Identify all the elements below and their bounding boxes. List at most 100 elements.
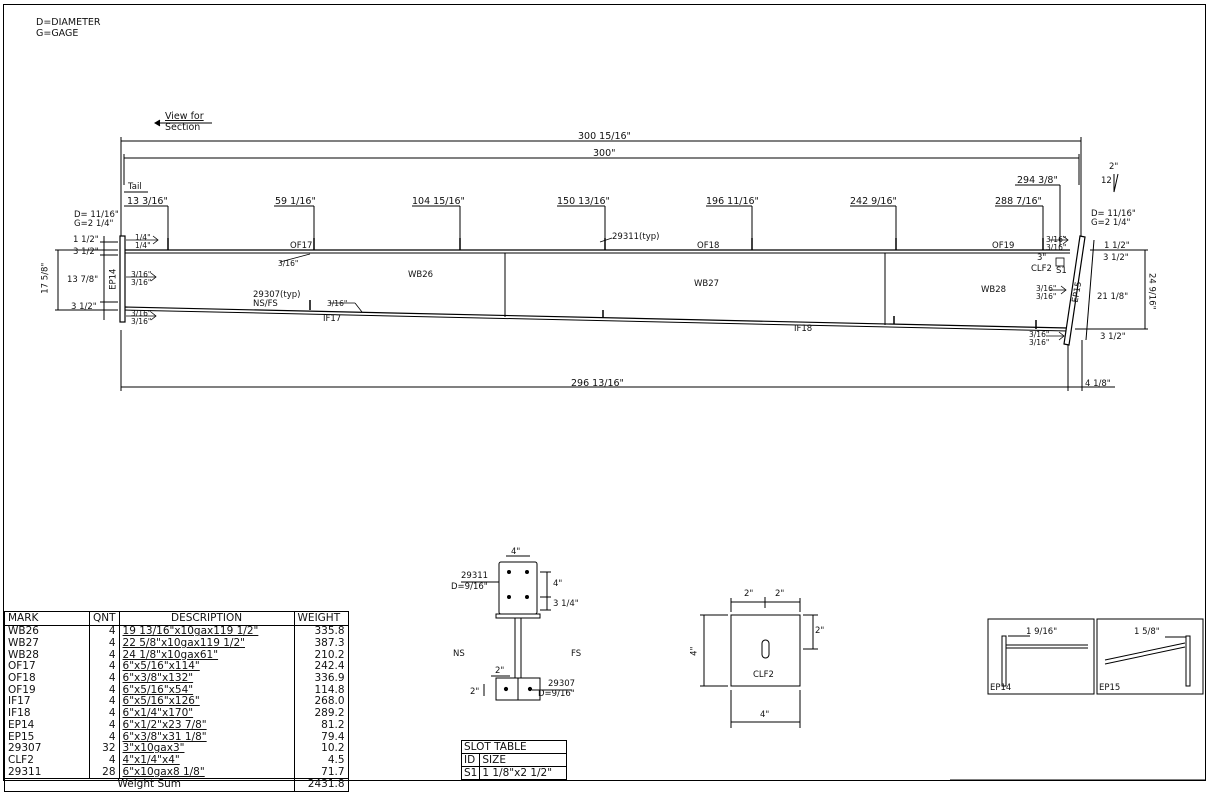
station-marks	[124, 184, 1061, 246]
bom-mark: WB27	[4, 638, 90, 650]
bom-mark: OF19	[4, 684, 90, 697]
ep14-detail-dim: 1 9/16"	[1026, 627, 1058, 637]
weld-9: 3/16"	[1046, 235, 1067, 244]
bom-desc: 6"x5/16"x126"	[118, 696, 295, 708]
dim-total: 300 15/16"	[578, 131, 631, 142]
right-dim-lines	[1075, 239, 1148, 341]
bom-desc: 3"x10gax3"	[118, 743, 295, 755]
weld-symbols	[126, 235, 1069, 341]
right-d-note: D= 11/16"	[1091, 209, 1136, 219]
section-dia-top: D=9/16"	[451, 582, 488, 592]
section-dia-bottom: D=9/16"	[538, 689, 575, 699]
member-if18: IF18	[794, 324, 813, 334]
slot-header-id: ID	[460, 753, 481, 767]
section-part-bottom: 29307	[548, 679, 576, 689]
slope-symbol	[1113, 173, 1119, 193]
clip-right: 2"	[815, 626, 825, 636]
bom-desc: 6"x1/2"x23 7/8"	[118, 719, 295, 732]
view-label-1: View for	[165, 111, 204, 122]
view-label-2: Section	[165, 122, 201, 133]
weld-7: 3/16"	[278, 259, 299, 268]
bom-weight: 10.2	[293, 743, 349, 755]
right-dim-1: 1 1/2"	[1104, 241, 1130, 251]
bom-weight: 242.4	[293, 661, 349, 673]
bom-desc: 6"x3/8"x31 1/8"	[118, 731, 295, 743]
clip-w1: 2"	[744, 589, 754, 599]
dim-right-offset: 4 1/8"	[1085, 379, 1111, 389]
bom-mark: IF17	[4, 696, 90, 708]
bom-header-qnt: QNT	[89, 611, 120, 626]
member-of19: OF19	[992, 241, 1015, 251]
bom-qnt: 4	[89, 696, 120, 708]
member-wb26: WB26	[408, 270, 434, 280]
ep15-detail-label: EP15	[1099, 683, 1121, 693]
bom-desc: 6"x3/8"x132"	[118, 673, 295, 685]
bom-desc: 6"x5/16"x54"	[118, 684, 295, 697]
right-g-note: G=2 1/4"	[1091, 218, 1131, 228]
station-8: 294 3/8"	[1017, 175, 1058, 186]
bom-qnt: 4	[89, 673, 120, 685]
weld-5: 3/16"	[131, 309, 152, 318]
left-dim-1: 1 1/2"	[73, 235, 99, 245]
weld-8: 3/16"	[327, 299, 348, 308]
weld-1: 1/4"	[135, 233, 151, 242]
bom-total-value: 2431.8	[293, 777, 349, 792]
left-plate-label: EP14	[108, 268, 119, 290]
slot-table: SLOT TABLE ID SIZE S1 1 1/8"x2 1/2"	[460, 740, 568, 780]
callout-ns-fs: NS/FS	[253, 299, 278, 309]
weld-6: 3/16"	[131, 317, 152, 326]
bom-qnt: 4	[89, 649, 120, 662]
weld-14: 3/16"	[1029, 338, 1050, 347]
left-dim-4: 3 1/2"	[71, 302, 97, 312]
bom-qnt: 4	[89, 661, 120, 673]
ep14-detail-label: EP14	[990, 683, 1012, 693]
right-clip-label: CLF2	[1031, 264, 1052, 274]
end-detail-geometry	[987, 618, 1204, 695]
bom-qnt: 4	[89, 625, 120, 638]
right-dim-3: 21 1/8"	[1097, 292, 1129, 302]
section-bottom-w: 2"	[495, 666, 505, 676]
left-dim-lines	[55, 236, 118, 320]
end-plate-left	[119, 235, 126, 323]
left-g-note: G=2 1/4"	[74, 219, 114, 229]
slot-row: S1 1 1/8"x2 1/2"	[460, 766, 568, 780]
bom-mark: WB26	[4, 625, 90, 638]
left-height: 17 5/8"	[40, 262, 51, 294]
bom-mark: EP15	[4, 731, 90, 743]
bom-qnt: 4	[89, 731, 120, 743]
bom-mark: CLF2	[4, 755, 90, 767]
section-fs: FS	[571, 649, 582, 659]
section-detail-geometry	[461, 555, 572, 701]
end-plate-right	[1063, 235, 1086, 346]
weld-3: 3/16"	[131, 270, 152, 279]
bolt-stubs	[167, 238, 1044, 329]
clip-symbol	[1055, 257, 1065, 267]
left-dim-2: 3 1/2"	[73, 247, 99, 257]
bom-weight: 4.5	[293, 755, 349, 767]
bom-mark: OF17	[4, 661, 90, 673]
dim-span: 300"	[593, 148, 616, 159]
callout-bolt-bottom: 29307(typ)	[253, 290, 301, 300]
weld-10: 3/16"	[1046, 243, 1067, 252]
bom-qnt: 28	[89, 766, 120, 779]
bom-header-weight: WEIGHT	[293, 611, 349, 626]
tail-label: Tail	[128, 182, 142, 192]
bom-weight: 387.3	[293, 638, 349, 650]
bom-qnt: 4	[89, 638, 120, 650]
clip-detail-geometry	[700, 597, 818, 728]
bom-qnt: 4	[89, 755, 120, 767]
station-2: 59 1/16"	[275, 196, 316, 207]
bom-header-mark: MARK	[4, 611, 90, 626]
clip-w2: 2"	[775, 589, 785, 599]
bom-desc: 6"x10gax8 1/8"	[118, 766, 295, 779]
weld-12: 3/16"	[1036, 292, 1057, 301]
